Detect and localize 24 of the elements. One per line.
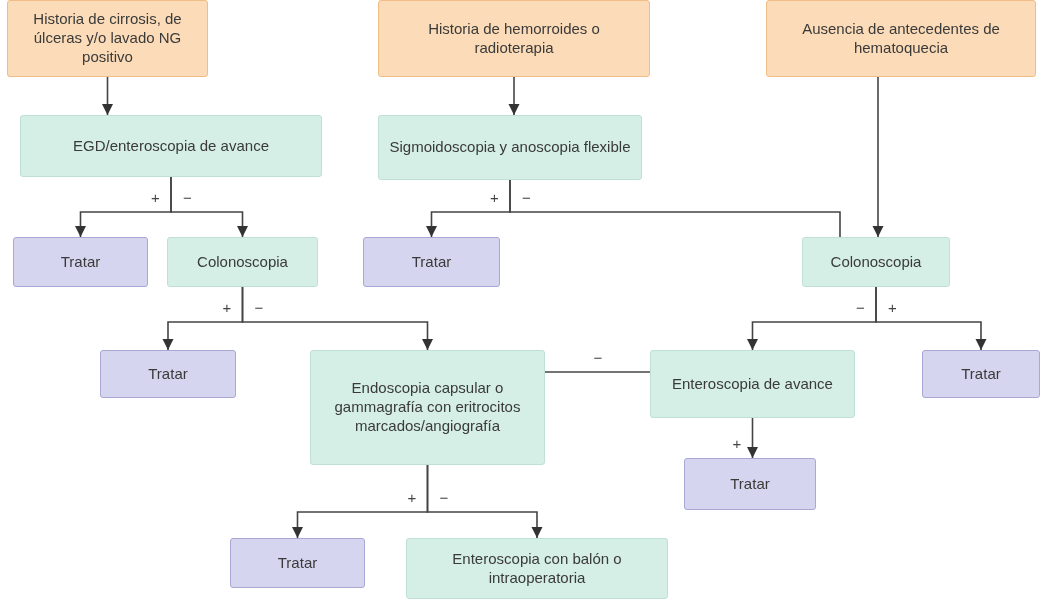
procedure-box: Endoscopia capsular o gammagrafía con eritrocitos marcados/angiografía — [310, 350, 545, 465]
connector-arrow — [508, 76, 520, 116]
connector-arrow — [875, 286, 987, 351]
connector-arrow — [241, 286, 434, 351]
procedure-box: Colonoscopia — [802, 237, 950, 287]
procedure-box: Enteroscopia de avance — [650, 350, 855, 418]
condition-box: Historia de hemorroides o radioterapia — [378, 0, 650, 77]
treatment-box: Tratar — [13, 237, 148, 287]
treatment-box: Tratar — [363, 237, 500, 287]
procedure-box: Sigmoidoscopia y anoscopia flexible — [378, 115, 642, 180]
connector-arrow — [426, 464, 543, 539]
procedure-box: Colonoscopia — [167, 237, 318, 287]
condition-box: Historia de cirrosis, de úlceras y/o lavado NG positivo — [7, 0, 208, 77]
treatment-box: Tratar — [922, 350, 1040, 398]
treatment-box: Tratar — [100, 350, 236, 398]
connector-arrow — [101, 76, 114, 116]
procedure-box: Enteroscopia con balón o intraoperatoria — [406, 538, 668, 599]
condition-box: Ausencia de antecedentes de hematoquecia — [766, 0, 1036, 77]
treatment-box: Tratar — [230, 538, 365, 588]
procedure-box: EGD/enteroscopia de avance — [20, 115, 322, 177]
connector-arrow — [746, 417, 759, 459]
connector-arrow — [170, 176, 249, 238]
treatment-box: Tratar — [684, 458, 816, 510]
connector-arrow — [872, 76, 884, 238]
